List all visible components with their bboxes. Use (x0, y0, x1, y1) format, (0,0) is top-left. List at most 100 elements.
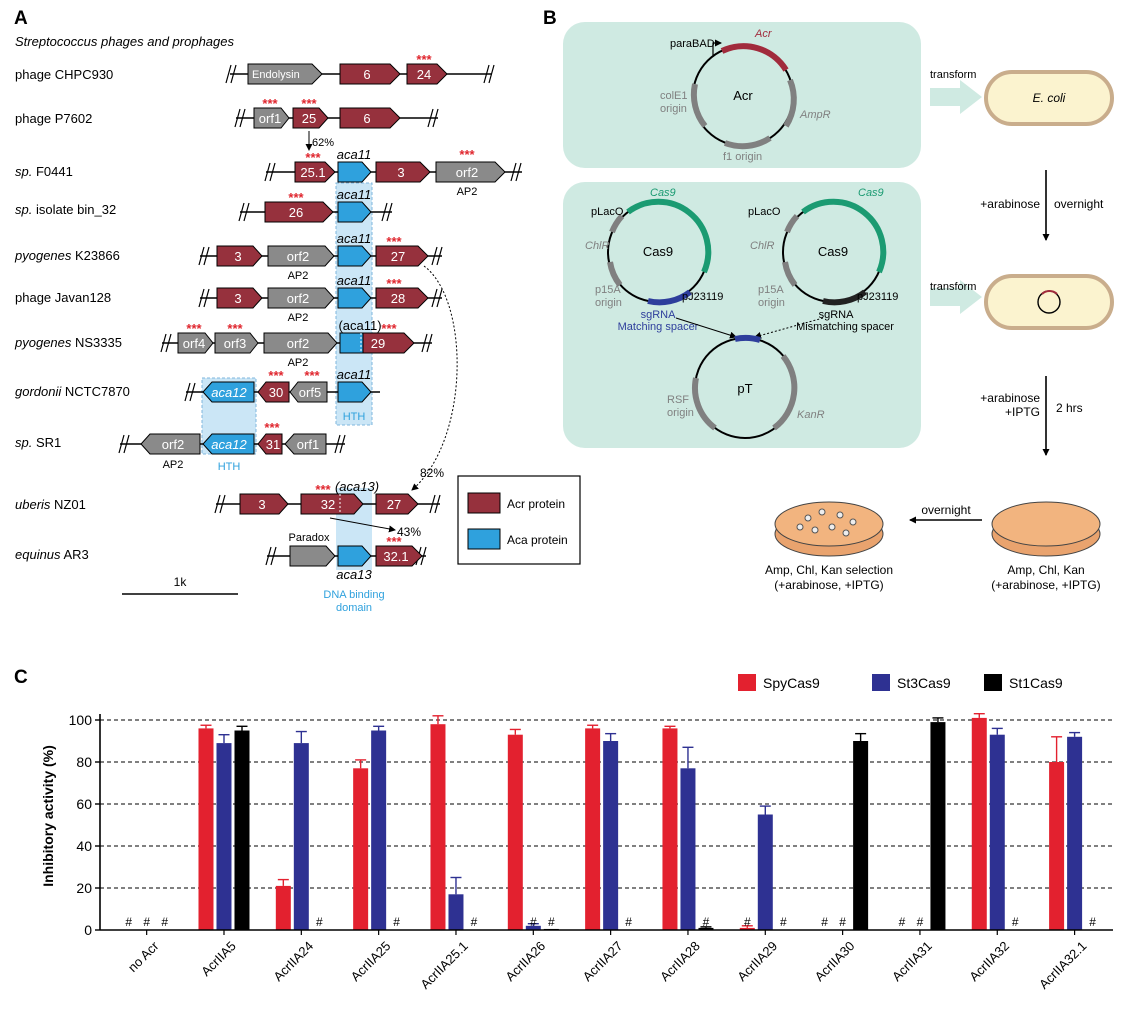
gene-aca11 (337, 287, 372, 309)
acr-plasmid-name: Acr (733, 88, 753, 103)
locus-javan128: 3 orf2 AP2 aca11 28 *** (198, 273, 443, 324)
organism-label: sp. F0441 (15, 164, 73, 179)
locus-f0441: 25.1 *** aca11 3 orf2 *** AP2 (264, 147, 522, 198)
ap2-label: AP2 (288, 312, 309, 324)
gene-orf2 (267, 287, 335, 309)
x-tick-label: AcrIIA5 (198, 938, 239, 979)
p15a-label: p15A (758, 284, 784, 296)
gene-28 (375, 287, 429, 309)
gene-label: 27 (387, 497, 401, 512)
cas9-plasmid-box (563, 182, 921, 448)
placo-label: pLacO (748, 206, 781, 218)
y-tick-label: 100 (69, 712, 93, 728)
sgrna-label: sgRNA (819, 309, 855, 321)
locus-bin32: 26 *** aca11 (238, 187, 393, 223)
locus-ns3335: orf4 *** orf3 *** orf2 AP2 29 (aca11) **… (160, 318, 433, 369)
arabinose-label: +arabinose (980, 197, 1040, 211)
x-tick-label: AcrIIA27 (580, 938, 626, 984)
cas9-plasmid-mismatching: Cas9 Cas9 pLacO ChlR p15A origin pJ23119… (748, 187, 898, 333)
gene-aca11 (337, 381, 372, 403)
na-marker: # (703, 915, 710, 929)
y-tick-label: 20 (76, 880, 92, 896)
x-tick-label: no Acr (125, 938, 162, 975)
legend-swatch-spycas9 (738, 674, 756, 691)
star-marker: *** (262, 96, 278, 111)
percent-43: 43% (397, 525, 421, 539)
percent-82: 82% (420, 466, 444, 480)
x-tick-label: AcrIIA26 (502, 938, 548, 984)
bar-st1cas9-acriia31 (930, 722, 946, 930)
gene-label: 30 (269, 385, 283, 400)
gene-label: 6 (363, 67, 370, 82)
transformed-cell (984, 274, 1114, 330)
paradox-label: Paradox (289, 532, 330, 544)
gene-label: 25.1 (300, 165, 325, 180)
gene-label: aca11 (337, 231, 371, 246)
panel-label-b: B (543, 8, 557, 29)
gene-aca12 (202, 381, 255, 403)
rsf-arc (692, 377, 717, 431)
dna-binding-label: domain (336, 602, 372, 614)
gene-label: 24 (417, 67, 431, 82)
pt-plasmid-name: pT (737, 381, 752, 396)
organism-label: phage CHPC930 (15, 67, 113, 82)
gene-label: orf2 (287, 291, 309, 306)
bar-spycas9-acriia27 (585, 728, 601, 930)
gene-label: aca11 (337, 367, 371, 382)
star-marker: *** (381, 321, 397, 336)
bar-spycas9-acriia28 (662, 728, 678, 930)
two-hrs-label: 2 hrs (1056, 401, 1083, 415)
gene-orf5 (289, 381, 328, 403)
legend-swatch-st1cas9 (984, 674, 1002, 691)
acr-plasmid: Acr paraBAD Acr AmpR colE1 origin f1 ori… (660, 28, 831, 163)
gene-25 (292, 107, 329, 129)
gene-3 (216, 245, 263, 267)
gene-orf2 (435, 161, 506, 183)
bar-st3cas9-acriia32-1 (1067, 736, 1083, 930)
y-tick-label: 0 (84, 922, 92, 938)
legend-label-st3cas9: St3Cas9 (897, 675, 951, 691)
gene-aca11 (337, 201, 372, 223)
na-marker: # (161, 915, 168, 929)
gene-3 (375, 161, 431, 183)
gene-label: 28 (391, 291, 405, 306)
target-site-arc (734, 334, 761, 343)
panel-a-subtitle: Streptococcus phages and prophages (15, 34, 234, 49)
plate-label: Amp, Chl, Kan (1007, 563, 1084, 577)
x-tick-label: AcrIIA24 (270, 938, 316, 984)
panel-b: Acr paraBAD Acr AmpR colE1 origin f1 ori… (563, 22, 1114, 592)
transform-arrow-2 (930, 280, 982, 314)
star-marker: *** (288, 190, 304, 205)
gene-27 (375, 493, 419, 515)
gene-3 (216, 287, 263, 309)
panel-label-c: C (14, 667, 28, 688)
gene-orf4 (177, 332, 214, 354)
iptg-label: +IPTG (1005, 405, 1040, 419)
bar-st1cas9-acriia28 (698, 927, 714, 930)
bar-st3cas9-acriia24 (293, 743, 309, 930)
cas9-label: Cas9 (650, 187, 676, 199)
cas9-plasmid-name: Cas9 (643, 244, 673, 259)
bar-st3cas9-acriia25-1 (448, 894, 464, 930)
plate-label: (+arabinose, +IPTG) (991, 578, 1100, 592)
f1-arc (723, 135, 772, 150)
gene-30 (257, 381, 290, 403)
sgrna-arc (822, 289, 867, 306)
gene-32 (300, 493, 364, 515)
star-marker: *** (386, 276, 402, 291)
ap2-label: AP2 (457, 186, 478, 198)
cas9-arc (801, 198, 887, 274)
x-tick-label: AcrIIA32 (966, 938, 1012, 984)
star-marker: *** (304, 368, 320, 383)
organism-label: sp. isolate bin_32 (15, 202, 116, 217)
bar-st3cas9-acriia29 (757, 814, 773, 930)
transform-arrow-1 (930, 80, 982, 114)
overnight-label: overnight (921, 503, 971, 517)
gene-label: 3 (234, 291, 241, 306)
gene-6 (339, 63, 401, 85)
gene-label: 32 (321, 497, 335, 512)
star-marker: *** (416, 52, 432, 67)
gene-label: 27 (391, 249, 405, 264)
